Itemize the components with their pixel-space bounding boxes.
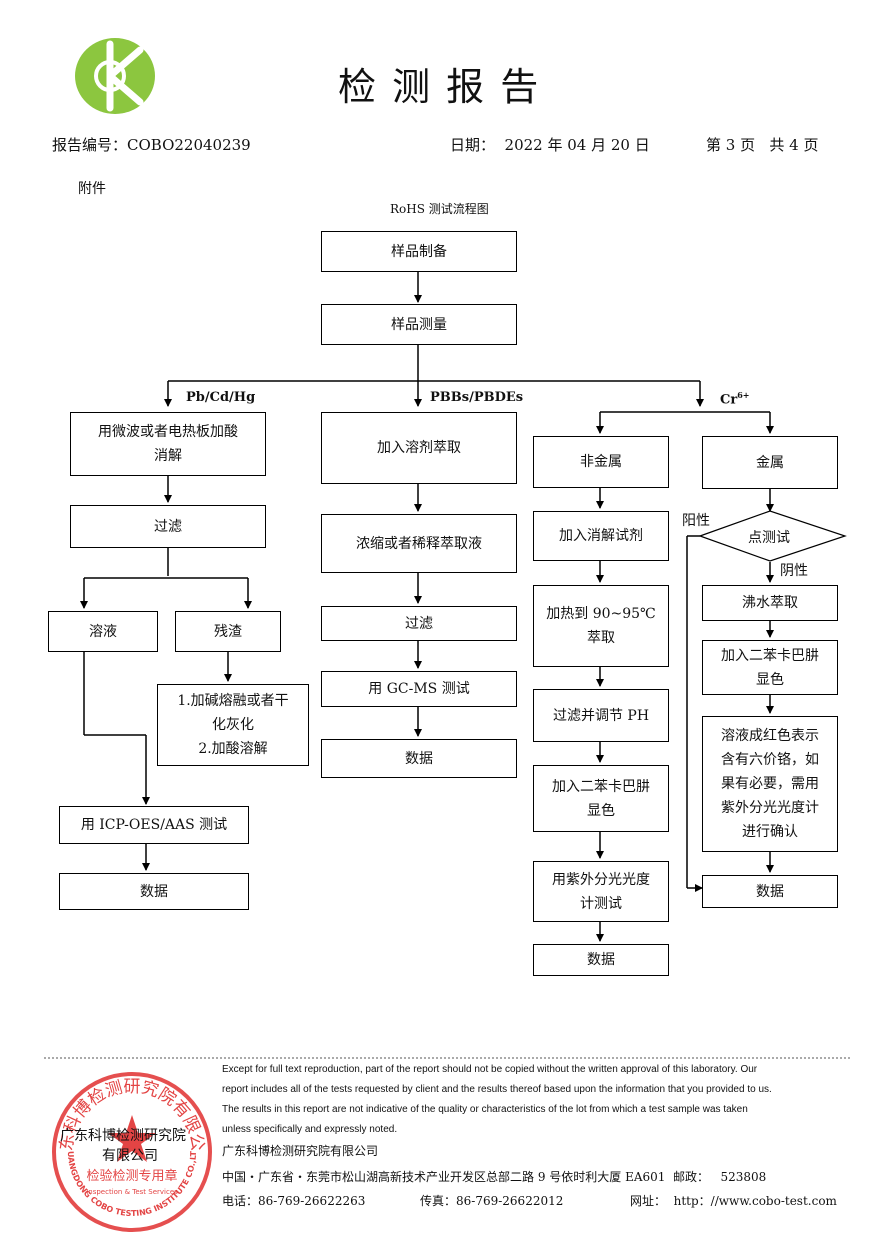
footer-disclaimer-3: The results in this report are not indic… — [222, 1104, 748, 1115]
footer-company-left-line2: 有限公司 — [102, 1148, 158, 1164]
branch-label-pbb: PBBs/PBDEs — [430, 390, 524, 405]
box-diphenylcarbazide-c: 加入二苯卡巴肼 显色 — [533, 765, 669, 832]
label-positive: 阳性 — [682, 513, 710, 529]
report-number: 报告编号：COBO22040239 — [52, 136, 251, 154]
box-microwave-digestion: 用微波或者电热板加酸 消解 — [70, 412, 266, 476]
box-red-solution-note: 溶液成红色表示 含有六价铬，如 果有必要，需用 紫外分光光度计 进行确认 — [702, 716, 838, 852]
footer-phone: 电话：86-769-26622263 — [222, 1194, 366, 1208]
box-filter-b: 过滤 — [321, 606, 517, 641]
label-negative: 阴性 — [780, 563, 808, 579]
footer-fax: 传真：86-769-26622012 — [420, 1194, 564, 1208]
box-nonmetal: 非金属 — [533, 436, 669, 488]
attachment-label: 附件 — [78, 181, 106, 197]
decision-spot-test: 点测试 — [748, 530, 790, 546]
footer-disclaimer-1: Except for full text reproduction, part … — [222, 1064, 758, 1075]
footer-website: 网址： http：//www.cobo-test.com — [630, 1194, 837, 1208]
footer-disclaimer-4: unless specifically and expressly noted. — [222, 1124, 398, 1135]
box-digestion-reagent: 加入消解试剂 — [533, 511, 669, 561]
box-icp-test: 用 ICP-OES/AAS 测试 — [59, 806, 249, 844]
report-date: 日期： 2022 年 04 月 20 日 — [450, 136, 650, 154]
box-heat-extract: 加热到 90~95℃ 萃取 — [533, 585, 669, 667]
svg-text:Inspection & Test Services: Inspection & Test Services — [86, 1188, 178, 1196]
footer-disclaimer-2: report includes all of the tests request… — [222, 1084, 772, 1095]
box-diphenylcarbazide-d: 加入二苯卡巴肼 显色 — [702, 640, 838, 695]
svg-text:检验检测专用章: 检验检测专用章 — [86, 1168, 177, 1184]
footer-company-left: 广东科博检测研究院 有限公司 — [60, 1126, 186, 1166]
box-solution: 溶液 — [48, 611, 158, 652]
company-logo-icon — [75, 38, 155, 114]
box-boiling-water: 沸水萃取 — [702, 585, 838, 621]
box-solvent-extraction: 加入溶剂萃取 — [321, 412, 517, 484]
footer-address: 中国・广东省・东莞市松山湖高新技术产业开发区总部二路 9 号依时利大厦 EA60… — [222, 1170, 767, 1184]
company-seal-stamp: 广东科博检测研究院有限公司 GUANGDONG COBO TESTING INS… — [44, 1060, 212, 1232]
box-sample-prep: 样品制备 — [321, 231, 517, 272]
box-filter-a: 过滤 — [70, 505, 266, 548]
box-metal: 金属 — [702, 436, 838, 489]
cr-label: Cr — [720, 392, 738, 408]
box-concentrate-dilute: 浓缩或者稀释萃取液 — [321, 514, 517, 573]
flowchart-title: RoHS 测试流程图 — [390, 202, 489, 216]
branch-label-cr: Cr6+ — [720, 390, 749, 407]
box-uv-test: 用紫外分光光度 计测试 — [533, 861, 669, 922]
decision-diamond — [698, 510, 847, 562]
box-data-d: 数据 — [702, 875, 838, 908]
cr-superscript: 6+ — [737, 390, 750, 400]
box-filter-ph: 过滤并调节 PH — [533, 689, 669, 742]
footer-company-left-line1: 广东科博检测研究院 — [60, 1128, 186, 1144]
footer-company: 广东科博检测研究院有限公司 — [222, 1144, 379, 1158]
box-data-b: 数据 — [321, 739, 517, 778]
box-alkali-fusion: 1.加碱熔融或者干 化灰化 2.加酸溶解 — [157, 684, 309, 766]
page-number: 第 3 页 共 4 页 — [706, 136, 819, 154]
branch-label-pb: Pb/Cd/Hg — [186, 390, 256, 405]
box-data-a: 数据 — [59, 873, 249, 910]
box-data-c: 数据 — [533, 944, 669, 976]
box-gcms-test: 用 GC-MS 测试 — [321, 671, 517, 707]
box-residue: 残渣 — [175, 611, 281, 652]
box-sample-measure: 样品测量 — [321, 304, 517, 345]
report-title: 检 测 报 告 — [338, 65, 541, 109]
